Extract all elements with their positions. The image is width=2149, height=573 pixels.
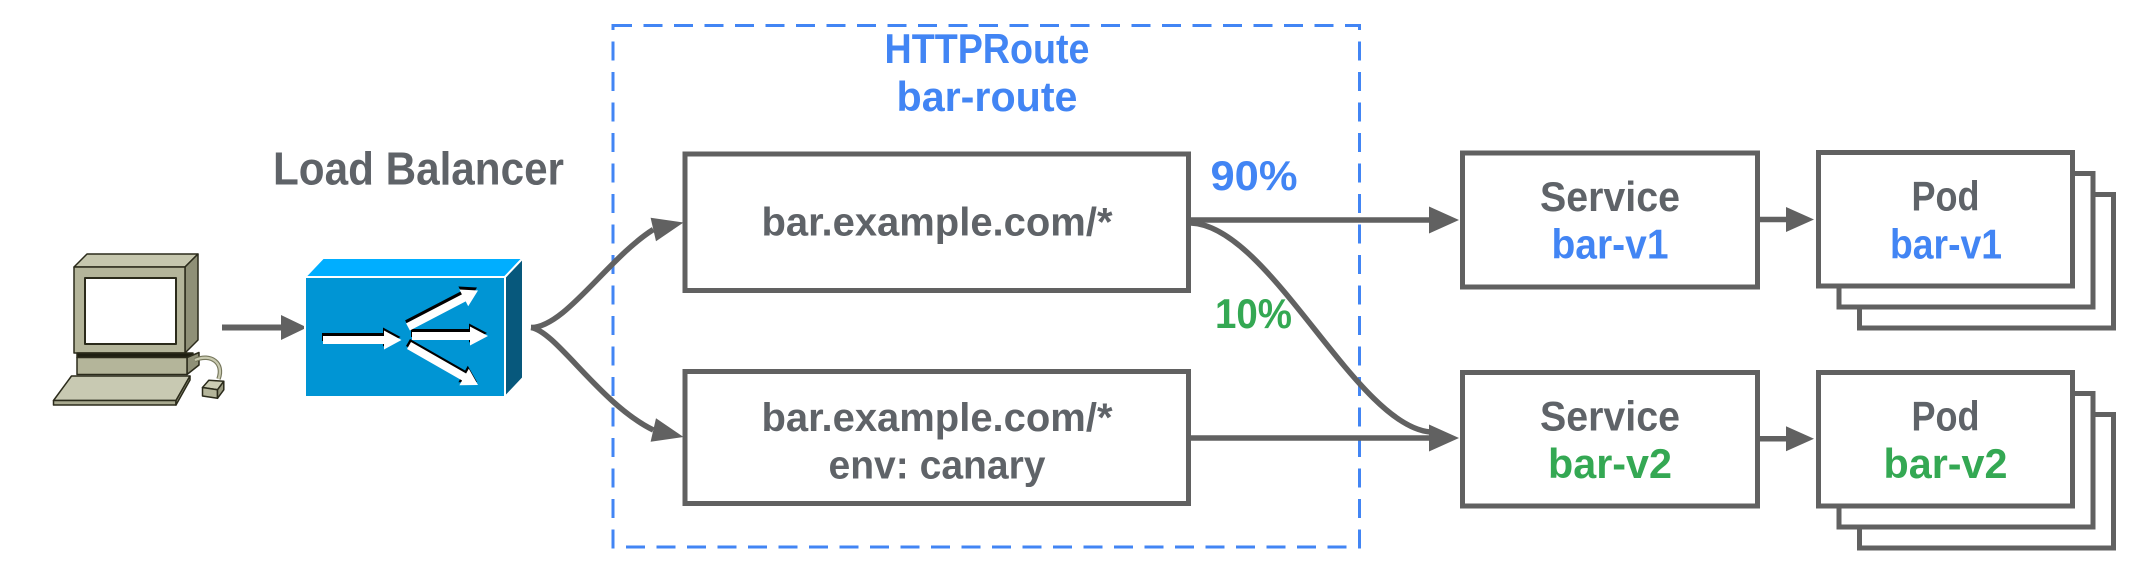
svg-text:90%: 90% [1211,152,1298,199]
svg-text:HTTPRoute: HTTPRoute [885,25,1090,72]
svg-text:bar.example.com/*: bar.example.com/* [762,201,1113,245]
svg-text:bar.example.com/*: bar.example.com/* [762,396,1113,440]
svg-text:Service: Service [1540,173,1680,220]
svg-text:bar-v2: bar-v2 [1884,440,2008,487]
svg-text:bar-v2: bar-v2 [1548,440,1672,487]
svg-text:Load Balancer: Load Balancer [273,143,564,195]
svg-text:bar-v1: bar-v1 [1552,221,1669,268]
svg-text:Pod: Pod [1912,393,1980,440]
svg-text:bar-v1: bar-v1 [1890,221,2002,268]
svg-text:Pod: Pod [1912,173,1980,220]
svg-text:env: canary: env: canary [829,443,1047,487]
svg-text:10%: 10% [1215,290,1292,337]
svg-text:Service: Service [1540,393,1680,440]
svg-text:bar-route: bar-route [897,73,1078,120]
